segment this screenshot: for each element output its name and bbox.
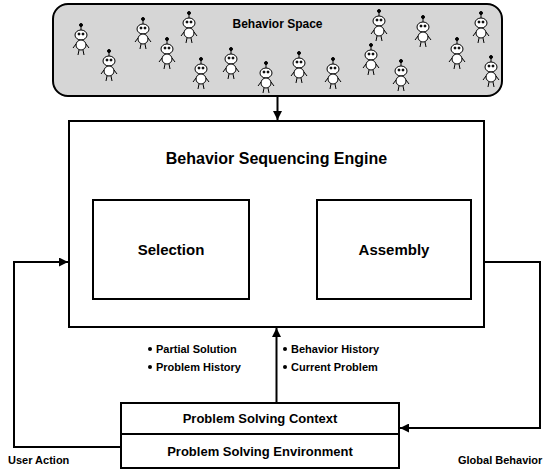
bullet-dot — [148, 365, 152, 369]
node-title: Selection — [94, 201, 248, 298]
engine-box: Behavior Sequencing EngineSelection Assem… — [68, 120, 485, 328]
flow-label: Current Problem — [291, 361, 378, 373]
node-title: Problem Solving Context — [122, 404, 398, 433]
node-subtitle: Problem Solving Environment — [122, 433, 398, 467]
flow-label: Problem History — [156, 361, 241, 373]
process-box: Assembly — [316, 199, 472, 300]
flow-arrow — [277, 97, 279, 120]
bullet-dot — [283, 347, 287, 351]
bullet-item: Behavior History — [283, 343, 379, 355]
context-box: Problem Solving ContextProblem Solving E… — [120, 402, 400, 469]
process-box: Selection — [92, 199, 250, 300]
node-title: Behavior Sequencing Engine — [70, 150, 483, 168]
node-title: Behavior Space — [54, 17, 501, 31]
flow-label: Behavior History — [291, 343, 379, 355]
node-title: Assembly — [318, 201, 470, 298]
edge-label: User Action — [8, 454, 69, 466]
bullet-dot — [148, 347, 152, 351]
flow-label: Partial Solution — [156, 343, 237, 355]
behavior-space: Behavior Space — [52, 3, 503, 97]
bullet-item: Current Problem — [283, 361, 378, 373]
bullet-dot — [283, 365, 287, 369]
flow-arrow — [276, 328, 278, 402]
bullet-item: Problem History — [148, 361, 241, 373]
bullet-item: Partial Solution — [148, 343, 237, 355]
edge-label: Global Behavior — [458, 454, 542, 466]
